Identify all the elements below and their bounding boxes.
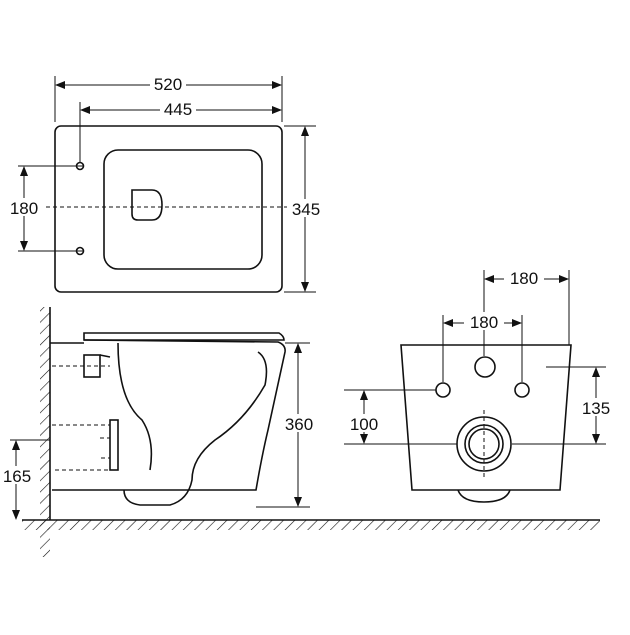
side-view: 360 165 [0, 307, 600, 557]
dim-top-spacing: 180 [510, 269, 538, 288]
inlet-hole [474, 356, 496, 378]
dim-outlet-height: 165 [3, 467, 31, 486]
dim-bolt-height: 100 [350, 415, 378, 434]
dim-depth: 345 [292, 200, 320, 219]
top-view: 520 445 180 345 [4, 74, 325, 293]
wall-hatch [40, 307, 50, 557]
dim-width-inner: 445 [164, 100, 192, 119]
top-view-bowl [103, 149, 263, 270]
back-view-outline [400, 344, 572, 491]
bolt-hole-right [514, 382, 530, 398]
dim-bolt-spacing: 180 [10, 199, 38, 218]
back-view: 180 180 100 135 [344, 268, 616, 503]
floor-hatch [22, 520, 600, 530]
dim-inlet-height: 135 [582, 399, 610, 418]
outlet-hole-inner [464, 424, 504, 464]
top-view-outlet [131, 189, 163, 221]
outlet-hidden [52, 424, 111, 471]
top-view-outline [54, 125, 283, 293]
inlet-lip [99, 354, 111, 358]
back-view-base [457, 489, 511, 503]
toilet-body [50, 339, 286, 491]
dim-bolt-spacing-back: 180 [470, 313, 498, 332]
toilet-bowl-curve [117, 342, 268, 506]
toilet-seat [83, 332, 285, 341]
dim-height: 360 [285, 415, 313, 434]
outlet-pipe [109, 419, 119, 471]
bolt-hole-left [435, 382, 451, 398]
dim-width-outer: 520 [154, 75, 182, 94]
